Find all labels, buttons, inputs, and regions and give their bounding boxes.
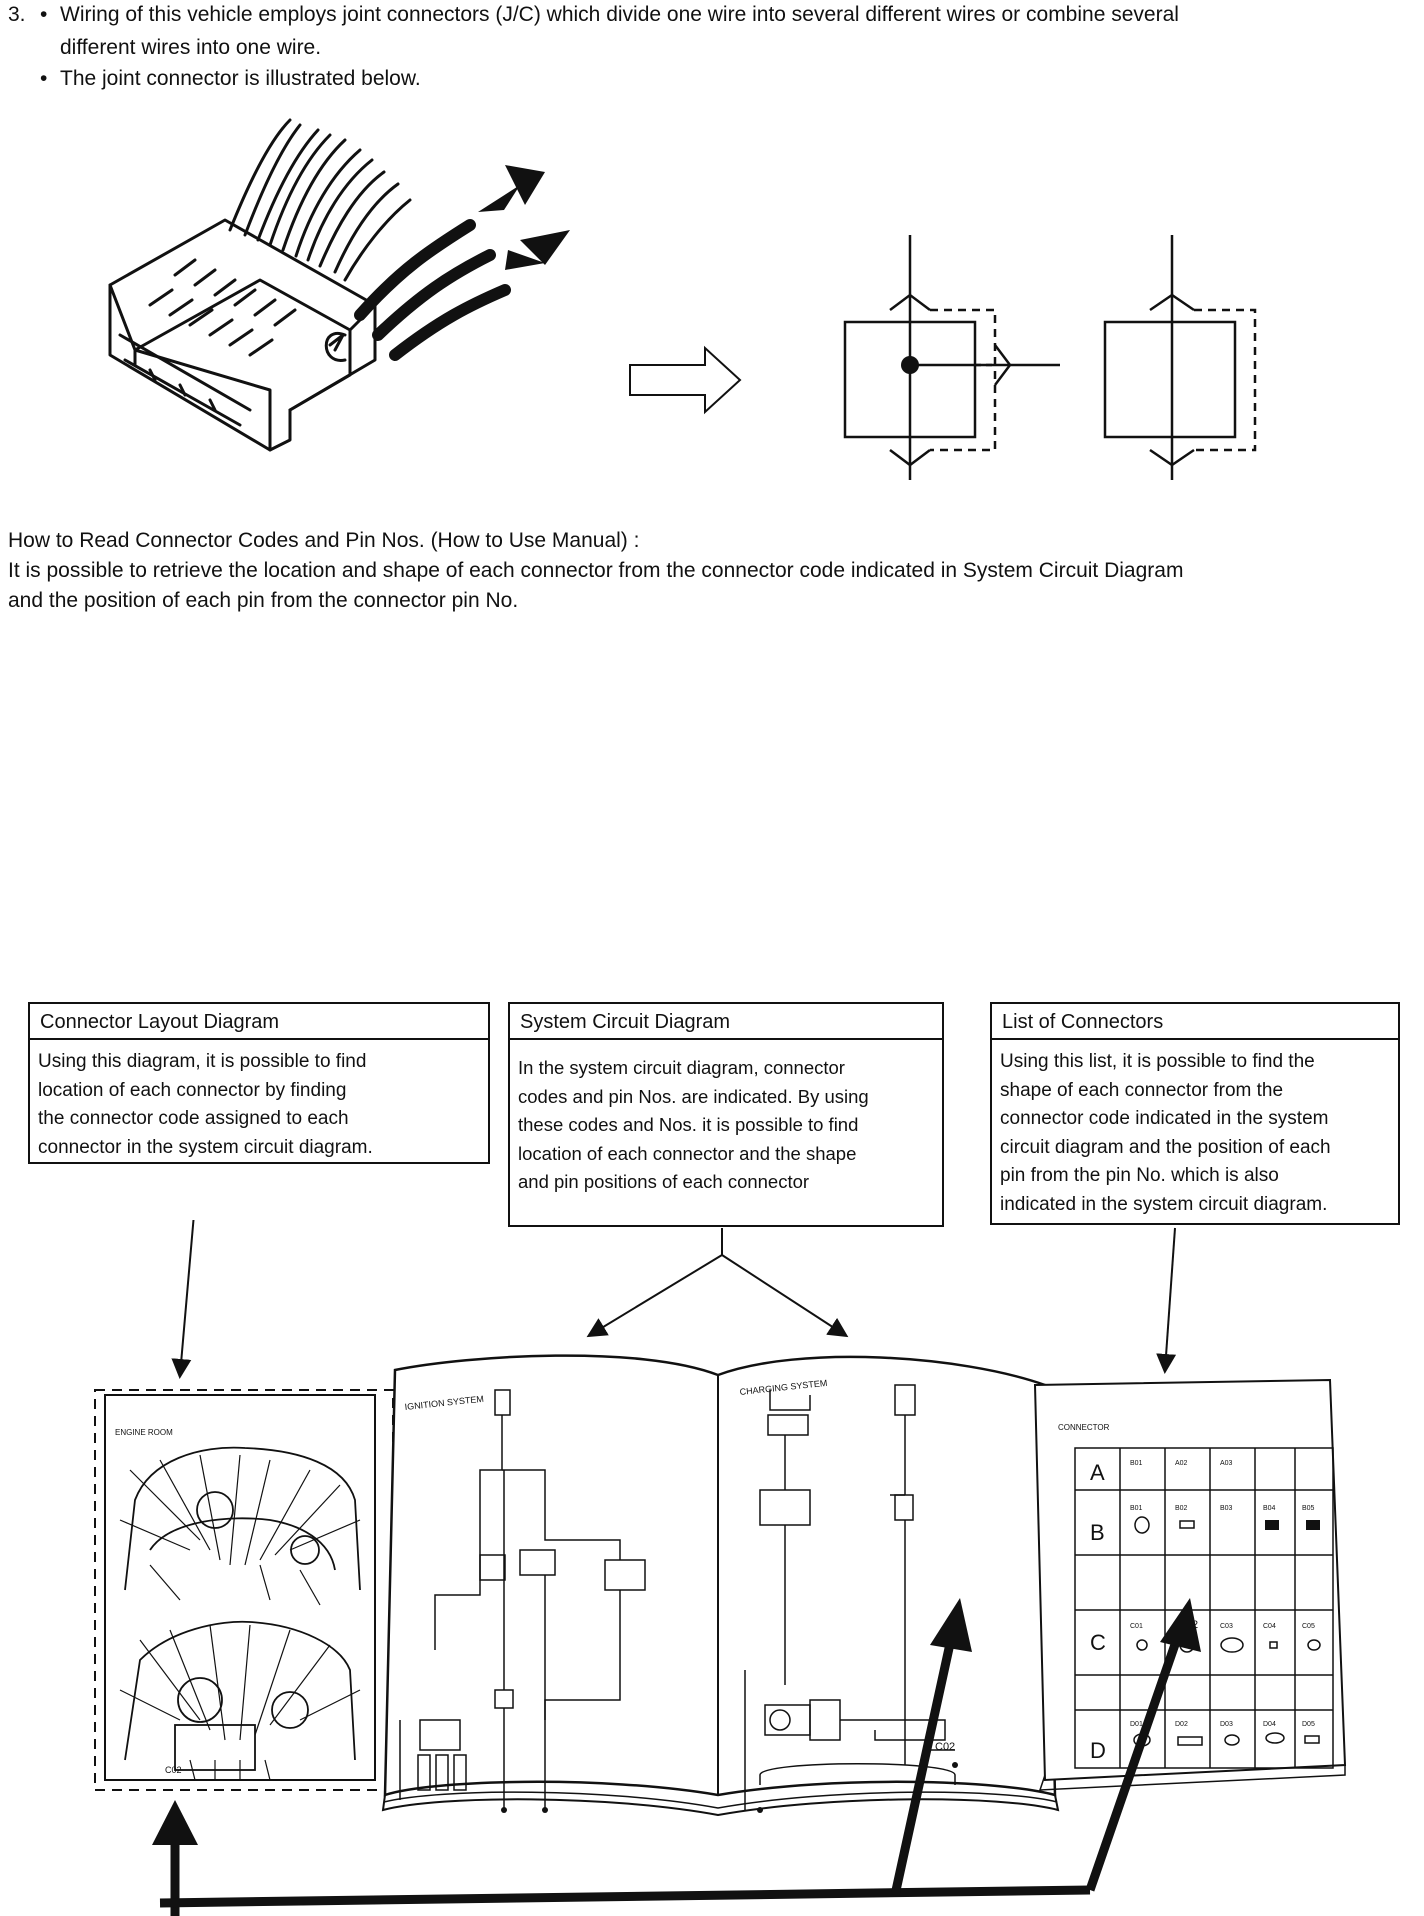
system-circuit-line-1: In the system circuit diagram, connector bbox=[518, 1057, 845, 1078]
circuit-book: IGNITION SYSTEM CHARGING SYSTEM bbox=[381, 1354, 1060, 1817]
system-circuit-line-5: and pin positions of each connector bbox=[518, 1171, 810, 1192]
connector-layout-line-4: connector in the system circuit diagram. bbox=[38, 1136, 373, 1158]
row-d-label: D bbox=[1090, 1738, 1106, 1763]
code-b-2: B02 bbox=[1175, 1505, 1188, 1512]
connector-layout-title: Connector Layout Diagram bbox=[30, 1004, 488, 1040]
system-circuit-line-3: these codes and Nos. it is possible to f… bbox=[518, 1114, 859, 1135]
list-of-connectors-line-6: indicated in the system circuit diagram. bbox=[1000, 1193, 1328, 1215]
code-a-1: B01 bbox=[1130, 1460, 1143, 1467]
connector-layout-box: Connector Layout Diagram Using this diag… bbox=[28, 1002, 490, 1164]
code-c-4: C04 bbox=[1263, 1623, 1276, 1630]
bullet-mark-1: • bbox=[40, 3, 48, 26]
code-c-3: C03 bbox=[1220, 1623, 1233, 1630]
bullet-2-line-1: The joint connector is illustrated below… bbox=[60, 67, 421, 90]
layout-page: ENGINE ROOM C02 bbox=[94, 1389, 394, 1791]
code-a-3: A03 bbox=[1220, 1460, 1233, 1467]
row-c-label: C bbox=[1090, 1630, 1106, 1655]
connector-list-page: CONNECTOR bbox=[1033, 1378, 1347, 1791]
code-d-4: D04 bbox=[1263, 1721, 1276, 1728]
list-of-connectors-line-4: circuit diagram and the position of each bbox=[1000, 1136, 1331, 1158]
connector-layout-line-1: Using this diagram, it is possible to fi… bbox=[38, 1051, 367, 1072]
list-of-connectors-box: List of Connectors Using this list, it i… bbox=[990, 1002, 1400, 1225]
connector-list-title: CONNECTOR bbox=[1058, 1423, 1110, 1432]
system-circuit-line-4: location of each connector and the shape bbox=[518, 1142, 857, 1164]
code-d-1: D01 bbox=[1130, 1721, 1143, 1728]
row-a-label: A bbox=[1090, 1460, 1105, 1485]
code-b-3: B03 bbox=[1220, 1505, 1233, 1512]
how-to-line-1: It is possible to retrieve the location … bbox=[8, 559, 1184, 582]
code-c-1: C01 bbox=[1130, 1623, 1143, 1630]
how-to-heading: How to Read Connector Codes and Pin Nos.… bbox=[8, 529, 640, 552]
system-circuit-title: System Circuit Diagram bbox=[510, 1004, 942, 1040]
list-of-connectors-line-2: shape of each connector from the bbox=[1000, 1079, 1284, 1101]
code-d-3: D03 bbox=[1220, 1721, 1233, 1728]
layout-page-label: ENGINE ROOM bbox=[115, 1428, 173, 1437]
list-of-connectors-line-5: pin from the pin No. which is also bbox=[1000, 1165, 1279, 1186]
layout-page-code: C02 bbox=[165, 1765, 182, 1775]
code-b-5: B05 bbox=[1302, 1505, 1315, 1512]
code-b-4: B04 bbox=[1263, 1505, 1276, 1512]
manual-illustration: ENGINE ROOM C02 bbox=[94, 1220, 1347, 1916]
joint-connector-illustration bbox=[108, 118, 1257, 480]
connector-layout-line-3: the connector code assigned to each bbox=[38, 1108, 349, 1129]
code-b-1: B01 bbox=[1130, 1505, 1143, 1512]
circuit-code-label: C02 bbox=[935, 1741, 955, 1753]
system-circuit-box: System Circuit Diagram In the system cir… bbox=[508, 1002, 944, 1227]
how-to-line-2: and the position of each pin from the co… bbox=[8, 589, 519, 612]
bullet-1-line-2: different wires into one wire. bbox=[60, 36, 322, 59]
code-a-2: A02 bbox=[1175, 1460, 1188, 1467]
code-d-5: D05 bbox=[1302, 1721, 1315, 1728]
bullet-1-line-1: Wiring of this vehicle employs joint con… bbox=[60, 3, 1179, 26]
system-circuit-line-2: codes and pin Nos. are indicated. By usi… bbox=[518, 1085, 869, 1107]
list-of-connectors-line-1: Using this list, it is possible to find … bbox=[1000, 1051, 1315, 1072]
code-c-5: C05 bbox=[1302, 1623, 1315, 1630]
item-number: 3. bbox=[8, 3, 26, 26]
row-b-label: B bbox=[1090, 1520, 1105, 1545]
list-of-connectors-line-3: connector code indicated in the system bbox=[1000, 1108, 1329, 1129]
connector-layout-line-2: location of each connector by finding bbox=[38, 1079, 347, 1101]
code-d-2: D02 bbox=[1175, 1721, 1188, 1728]
bullet-mark-2: • bbox=[40, 67, 48, 90]
list-of-connectors-title: List of Connectors bbox=[992, 1004, 1398, 1040]
